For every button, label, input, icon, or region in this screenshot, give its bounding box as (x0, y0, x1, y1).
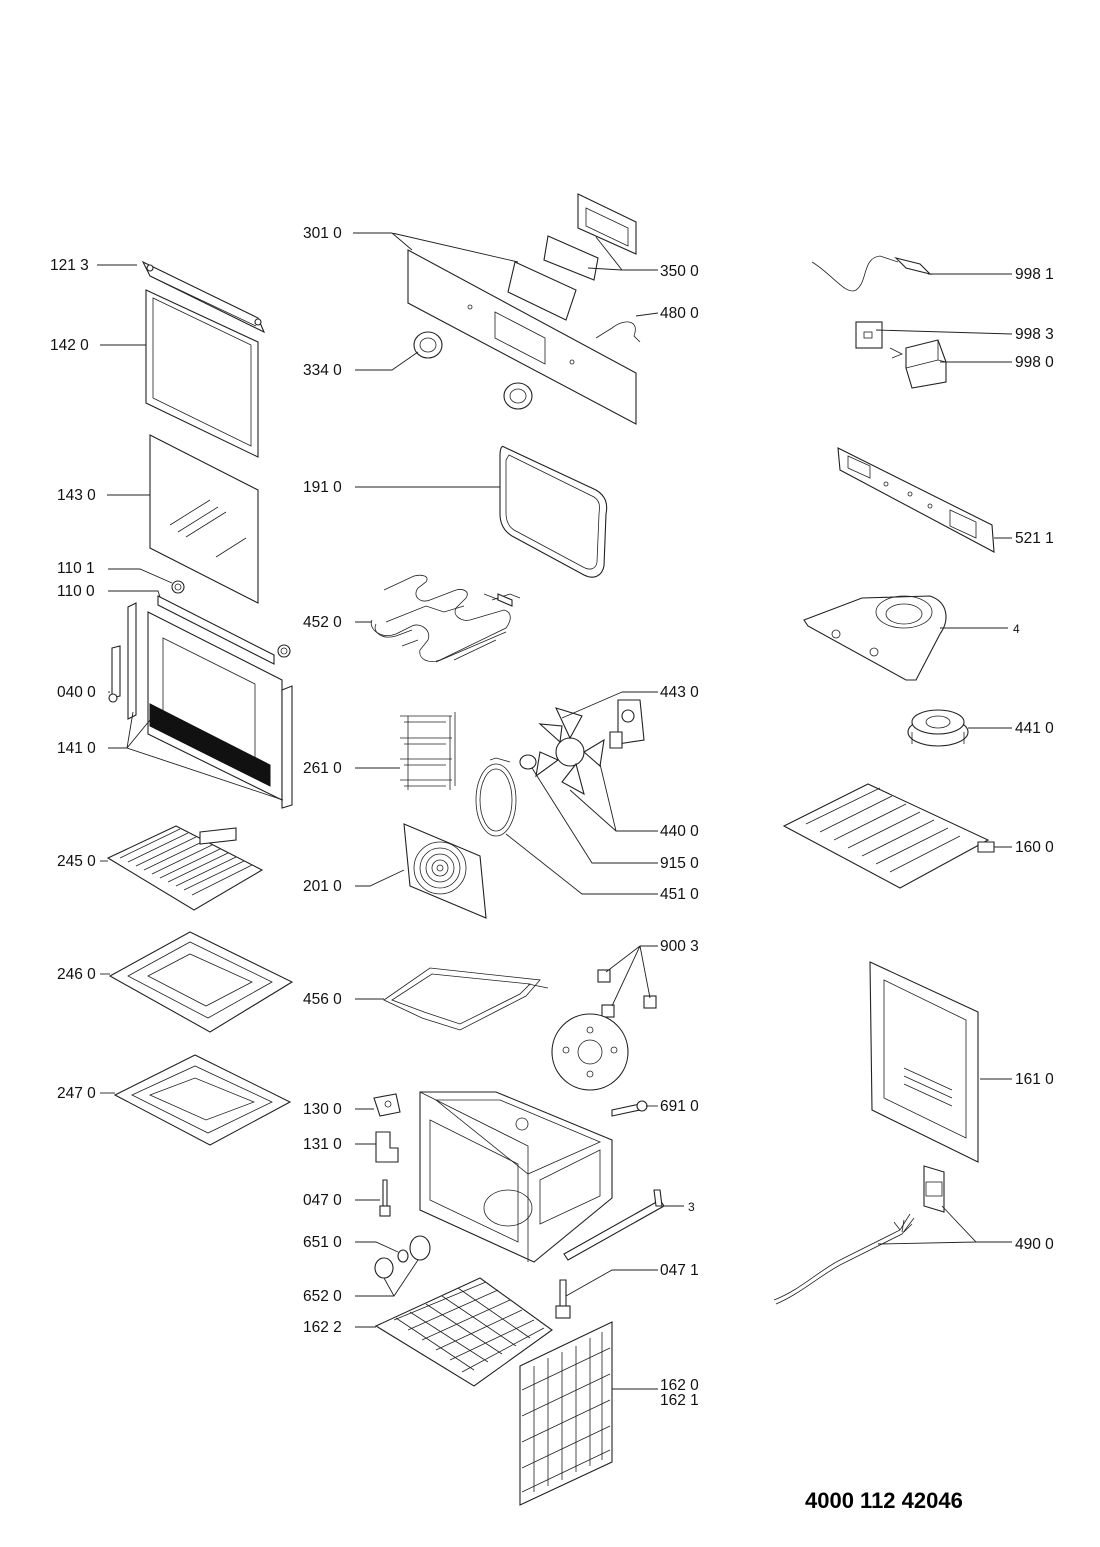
bottom-insulation-panel (374, 1277, 553, 1387)
callout-121-3: 121 3 (50, 257, 89, 274)
callout-110-0: 110 0 (57, 583, 95, 600)
callout-440-0: 440 0 (660, 823, 699, 840)
fan-nut (519, 754, 537, 770)
cooling-fan-housing (803, 595, 947, 681)
callout-047-0: 047 0 (303, 1192, 342, 1209)
control-panel (407, 193, 641, 425)
callout-142-0: 142 0 (50, 337, 89, 354)
fixing-clips (597, 969, 657, 1018)
callout-441-0: 441 0 (1015, 720, 1054, 737)
door-seal-gasket (499, 445, 608, 578)
callout-915-0: 915 0 (660, 855, 699, 872)
temperature-probe-left (379, 1179, 391, 1217)
callout-160-0: 160 0 (1015, 839, 1054, 856)
oven-cavity (419, 1091, 613, 1263)
wire-shelf (106, 825, 264, 911)
wifi-module-label (855, 321, 883, 349)
callout-261-0: 261 0 (303, 760, 342, 777)
callout-651-0: 651 0 (303, 1234, 342, 1251)
convection-fan-blade (535, 707, 605, 796)
terminal-block (923, 1165, 945, 1213)
callout-900-3: 900 3 (660, 938, 699, 955)
callout-998-0: 998 0 (1015, 354, 1054, 371)
cavity-top-panel (782, 783, 995, 889)
top-heating-element (370, 574, 521, 663)
sensor-bracket (375, 1131, 399, 1163)
power-cable (811, 255, 932, 292)
inner-door-frame (108, 595, 293, 809)
callout-246-0: 246 0 (57, 966, 96, 983)
circular-heating-element (475, 757, 517, 837)
callout-998-1: 998 1 (1015, 266, 1054, 283)
callout-162-0: 162 0 (660, 1377, 699, 1394)
terminal-wires (773, 1213, 915, 1305)
convection-fan-motor (609, 699, 645, 749)
cavity-back-plate (551, 1013, 629, 1091)
callout-652-0: 652 0 (303, 1288, 342, 1305)
callout-141-0: 141 0 (57, 740, 96, 757)
callout-350-0: 350 0 (660, 263, 699, 280)
callout-490-0: 490 0 (1015, 1236, 1054, 1253)
bottom-heating-element (383, 967, 549, 1031)
callout-691-0: 691 0 (660, 1098, 699, 1115)
callout-130-0: 130 0 (303, 1101, 342, 1118)
callout-143-0: 143 0 (57, 487, 96, 504)
shallow-baking-tray (113, 1054, 292, 1146)
thermostat-sensor (373, 1093, 401, 1117)
callout-480-0: 480 0 (660, 305, 699, 322)
callout-456-0: 456 0 (303, 991, 342, 1008)
cooling-fan-motor (907, 709, 969, 747)
callout-131-0: 131 0 (303, 1136, 342, 1153)
cavity-side-panel (869, 961, 979, 1163)
callout-247-0: 247 0 (57, 1085, 96, 1102)
electronic-control-board (837, 447, 995, 553)
outer-door-glass (145, 289, 259, 458)
callout-161-0: 161 0 (1015, 1071, 1054, 1088)
side-shelf-rack (400, 712, 456, 790)
callout-040-0: 040 0 (57, 684, 96, 701)
wifi-module-box (889, 339, 947, 389)
callout-443-0: 443 0 (660, 684, 699, 701)
knob-parts (374, 1235, 431, 1279)
callout-521-1: 521 1 (1015, 530, 1054, 547)
callout-162-2: 162 2 (303, 1319, 342, 1336)
callout-110-1: 110 1 (57, 560, 95, 577)
callout-245-0: 245 0 (57, 853, 96, 870)
callout-451-0: 451 0 (660, 886, 699, 903)
callout-162-1: 162 1 (660, 1392, 699, 1409)
callout-191-0: 191 0 (303, 479, 342, 496)
cavity-screw (611, 1100, 648, 1117)
door-hinge-caps (171, 580, 291, 658)
door-top-profile (141, 260, 266, 334)
inner-door-glass (149, 434, 259, 604)
callout-3: 3 (688, 1200, 695, 1214)
deep-baking-tray (108, 931, 294, 1033)
rear-insulation-panel (519, 1321, 613, 1506)
callout-301-0: 301 0 (303, 225, 342, 242)
callout-334-0: 334 0 (303, 362, 342, 379)
fan-cover-plate (403, 823, 487, 919)
callout-047-1: 047 1 (660, 1262, 699, 1279)
temperature-probe-right (555, 1279, 571, 1319)
callout-201-0: 201 0 (303, 878, 342, 895)
document-number: 4000 112 42046 (805, 1488, 963, 1513)
callout-998-3: 998 3 (1015, 326, 1054, 343)
callout-4: 4 (1013, 622, 1020, 636)
callout-452-0: 452 0 (303, 614, 342, 631)
